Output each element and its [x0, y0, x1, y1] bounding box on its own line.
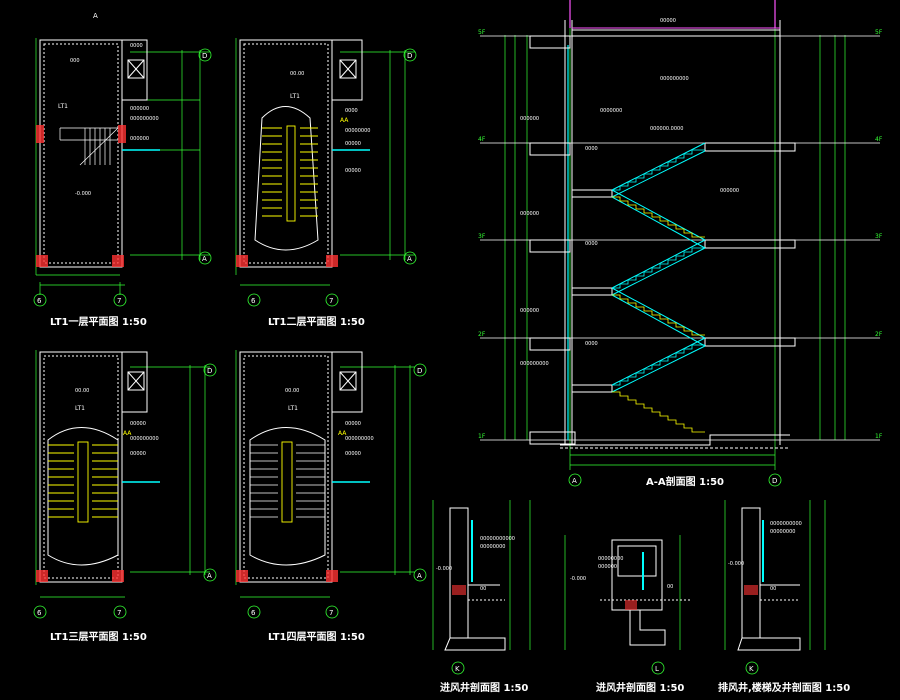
svg-text:000000: 000000 [520, 308, 539, 314]
plan2-axis-a: A [407, 255, 412, 263]
svg-text:00000: 00000 [660, 18, 676, 24]
plan4-axis-7: 7 [329, 609, 333, 617]
svg-text:000000000: 000000000 [130, 116, 159, 122]
plan4-lt1: LT1 [288, 405, 298, 412]
svg-text:000000000: 000000000 [520, 361, 549, 367]
plan4-axis-6: 6 [251, 609, 256, 617]
plan2-axis-6: 6 [251, 297, 256, 305]
svg-text:000000: 000000 [720, 188, 739, 194]
floor-2f-left: 2F [478, 331, 486, 338]
plan2-title: LT1二层平面图 1:50 [268, 316, 365, 328]
svg-text:-0.000: -0.000 [570, 576, 586, 582]
plan1-section-mark: A [93, 12, 98, 20]
section-axis-a: A [572, 477, 577, 485]
floor-3f-right: 3F [875, 233, 883, 240]
svg-text:00000000: 00000000 [480, 544, 505, 550]
svg-text:00000: 00000 [345, 141, 361, 147]
plan4-title: LT1四层平面图 1:50 [268, 631, 365, 643]
detail-l-title: 进风井剖面图 1:50 [596, 681, 684, 694]
floor-4f-right: 4F [875, 136, 883, 143]
svg-text:00: 00 [770, 586, 776, 592]
svg-text:000000: 000000 [520, 211, 539, 217]
plan-2: 00.00 0000 00000000 00000 00000 LT1 AA 6… [235, 38, 417, 328]
plan1-axis-d: D [202, 52, 207, 60]
svg-text:000000000: 000000000 [345, 436, 374, 442]
plan2-aa: AA [340, 117, 349, 124]
svg-text:0000: 0000 [585, 341, 598, 347]
svg-text:0000000: 0000000 [600, 108, 622, 114]
svg-text:00000: 00000 [130, 451, 146, 457]
svg-text:000000000: 000000000 [130, 436, 159, 442]
svg-text:000000: 000000 [598, 564, 617, 570]
plan1-title: LT1一层平面图 1:50 [50, 316, 147, 328]
svg-text:00000000: 00000000 [770, 529, 795, 535]
plan1-axis-7: 7 [117, 297, 121, 305]
svg-text:00.00: 00.00 [290, 71, 304, 77]
floor-4f-left: 4F [478, 136, 486, 143]
floor-1f-right: 1F [875, 433, 883, 440]
plan3-axis-a: A [207, 572, 212, 580]
detail-k2: 0000000000 00000000 00 -0.000 K 排风井,楼梯及井… [718, 500, 850, 694]
plan1-lt1: LT1 [58, 103, 68, 110]
svg-text:00000: 00000 [345, 451, 361, 457]
svg-text:000000000: 000000000 [660, 76, 689, 82]
detail-l-axis: L [655, 665, 659, 673]
svg-text:00: 00 [667, 584, 673, 590]
plan3-title: LT1三层平面图 1:50 [50, 631, 147, 643]
svg-text:00: 00 [480, 586, 486, 592]
detail-k2-axis: K [749, 665, 754, 673]
svg-text:00.00: 00.00 [75, 388, 89, 394]
svg-text:000000.0000: 000000.0000 [650, 126, 683, 132]
svg-text:00.00: 00.00 [285, 388, 299, 394]
plan3-axis-6: 6 [37, 609, 42, 617]
svg-text:000000: 000000 [130, 136, 149, 142]
svg-text:000000: 000000 [520, 116, 539, 122]
section-aa: 000000000 0000000 000000.0000 000000 000… [478, 0, 883, 488]
plan2-axis-d: D [407, 52, 412, 60]
floor-1f-left: 1F [478, 433, 486, 440]
floor-2f-right: 2F [875, 331, 883, 338]
plan3-aa: AA [123, 430, 132, 437]
detail-k-title: 进风井剖面图 1:50 [440, 681, 528, 694]
plan4-aa: AA [338, 430, 347, 437]
detail-k: 00000000000 00000000 00 -0.000 K 进风井剖面图 … [432, 500, 531, 694]
svg-text:00000000000: 00000000000 [480, 536, 515, 542]
plan-4: 00.00 00000 000000000 00000 LT1 AA 6 7 D… [235, 350, 427, 643]
floor-5f-right: 5F [875, 29, 883, 36]
plan3-lt1: LT1 [75, 405, 85, 412]
svg-text:000: 000 [70, 58, 80, 64]
plan4-axis-d: D [417, 367, 422, 375]
plan3-axis-7: 7 [117, 609, 121, 617]
section-title: A-A剖面图 1:50 [646, 475, 724, 488]
svg-text:00000: 00000 [345, 421, 361, 427]
svg-text:0000: 0000 [345, 108, 358, 114]
plan-3: 00.00 00000 000000000 00000 LT1 AA 6 7 D… [33, 350, 217, 643]
svg-text:0000: 0000 [585, 146, 598, 152]
svg-text:-0.000: -0.000 [75, 191, 91, 197]
floor-3f-left: 3F [478, 233, 486, 240]
detail-k2-title: 排风井,楼梯及井剖面图 1:50 [718, 681, 850, 694]
plan2-axis-7: 7 [329, 297, 333, 305]
svg-text:000000: 000000 [130, 106, 149, 112]
svg-text:00000: 00000 [345, 168, 361, 174]
detail-k-axis: K [455, 665, 460, 673]
svg-text:0000: 0000 [585, 241, 598, 247]
plan2-lt1: LT1 [290, 93, 300, 100]
section-axis-d: D [772, 477, 777, 485]
plan4-axis-a: A [417, 572, 422, 580]
svg-text:00000000: 00000000 [598, 556, 623, 562]
detail-l: 00000000 000000 00 -0.000 L 进风井剖面图 1:50 [564, 535, 690, 694]
svg-text:-0.000: -0.000 [728, 561, 744, 567]
plan3-axis-d: D [207, 367, 212, 375]
svg-text:-0.000: -0.000 [436, 566, 452, 572]
svg-text:0000000000: 0000000000 [770, 521, 802, 527]
plan1-axis-6: 6 [37, 297, 42, 305]
svg-text:00000000: 00000000 [345, 128, 370, 134]
floor-5f-left: 5F [478, 29, 486, 36]
svg-text:00000: 00000 [130, 421, 146, 427]
plan-1: 0000 000 000000 000000000 000000 -0.000 … [33, 12, 212, 328]
svg-text:0000: 0000 [130, 43, 143, 49]
plan1-axis-a: A [202, 255, 207, 263]
